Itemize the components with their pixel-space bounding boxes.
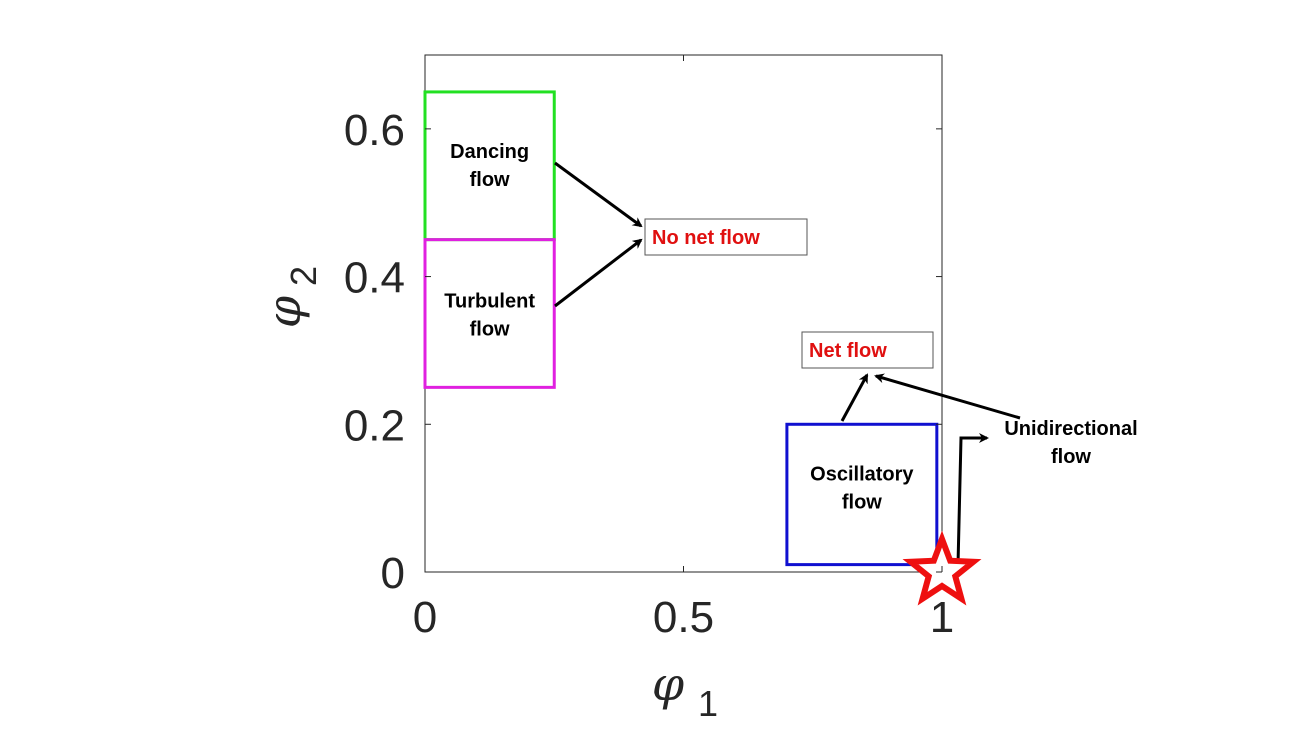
x-axis-label-subscript: 1 [698, 683, 718, 724]
region-label: flow [470, 169, 510, 191]
arrow-star-to-unidirectional [956, 433, 989, 566]
y-axis-label-subscript: 2 [283, 266, 324, 286]
unidirectional-flow-label: Unidirectional [1004, 418, 1137, 440]
arrow-dancing-to-no-net-flow [554, 161, 643, 228]
region-label: Oscillatory [810, 463, 914, 485]
y-tick-label: 0.4 [344, 254, 405, 303]
unidirectional-flow-label: flow [1051, 446, 1091, 468]
no-net-flow-label: No net flow [652, 227, 760, 249]
oscillatory-flow-region [785, 422, 939, 567]
y-tick-label: 0.6 [344, 106, 405, 155]
net-flow-label: Net flow [809, 340, 887, 362]
y-tick-label: 0 [381, 549, 405, 598]
x-axis-label: φ [652, 657, 685, 711]
region-label: flow [842, 491, 882, 513]
no-net-flow-box [644, 218, 808, 256]
arrow-oscillatory-to-net-flow [840, 373, 869, 422]
dancing-flow-region [423, 90, 556, 242]
y-axis-label: φ [257, 295, 311, 328]
arrow-turbulent-to-no-net-flow [554, 238, 643, 308]
region-label: Dancing [450, 141, 529, 163]
arrow-unidirectional-to-net-flow [874, 373, 1021, 420]
y-axis-label-group: φ2 [257, 266, 324, 328]
x-tick-label: 0 [413, 593, 437, 642]
net-flow-box [801, 331, 934, 369]
region-label: Turbulent [444, 291, 535, 313]
y-tick-label: 0.2 [344, 401, 405, 450]
x-tick-label: 1 [930, 593, 954, 642]
turbulent-flow-region [423, 238, 556, 389]
region-label: flow [470, 319, 510, 341]
x-tick-label: 0.5 [653, 593, 714, 642]
